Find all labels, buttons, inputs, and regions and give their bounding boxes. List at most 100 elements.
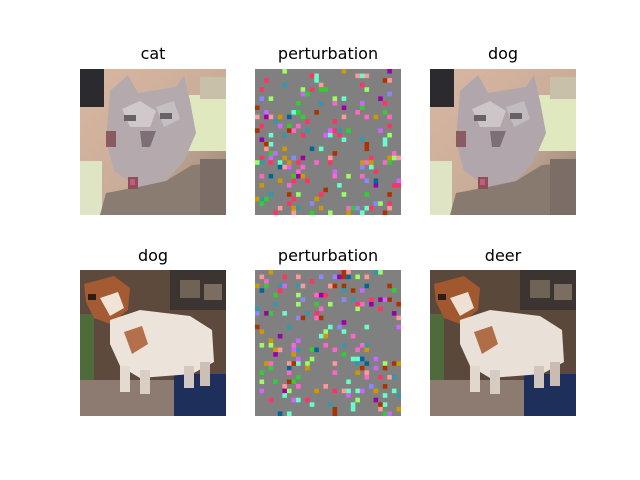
- noise-pixel: [291, 343, 297, 348]
- noise-pixel: [350, 205, 356, 211]
- noise-pixel: [359, 288, 365, 293]
- noise-pixel: [273, 292, 278, 298]
- noise-pixel: [259, 343, 265, 348]
- noise-pixel: [341, 329, 347, 334]
- noise-pixel: [332, 406, 338, 412]
- noise-pixel: [268, 155, 274, 161]
- noise-pixel: [382, 210, 388, 215]
- noise-pixel: [378, 128, 383, 133]
- noise-pixel: [296, 123, 301, 129]
- noise-pixel: [296, 160, 301, 165]
- noise-pixel: [323, 329, 328, 334]
- noise-pixel: [355, 301, 360, 307]
- noise-pixel: [300, 164, 306, 170]
- noise-pixel: [341, 297, 347, 302]
- noise-pixel: [364, 361, 370, 366]
- noise-pixel: [268, 151, 274, 156]
- noise-pixel: [364, 114, 370, 120]
- noise-pixel: [364, 324, 370, 330]
- noise-pixel: [337, 274, 342, 280]
- noise-pixel: [364, 343, 370, 348]
- cat-image-adversarial: [430, 69, 576, 215]
- noise-pixel: [309, 201, 315, 206]
- noise-pixel: [378, 297, 383, 302]
- noise-pixel: [364, 274, 370, 280]
- noise-pixel: [355, 205, 360, 211]
- noise-pixel: [309, 146, 315, 152]
- noise-pixel: [328, 402, 333, 407]
- noise-pixel: [282, 132, 287, 138]
- noise-pixel: [259, 329, 265, 334]
- noise-pixel: [332, 283, 338, 289]
- noise-pixel: [291, 347, 297, 353]
- noise-pixel: [282, 155, 287, 161]
- noise-pixels: [255, 270, 401, 416]
- noise-pixel: [291, 205, 297, 211]
- noise-pixel: [291, 173, 297, 179]
- noise-pixel: [305, 128, 310, 133]
- noise-pixel: [305, 91, 310, 97]
- noise-pixel: [387, 297, 392, 302]
- noise-pixel: [332, 370, 338, 375]
- noise-pixel: [277, 347, 283, 353]
- noise-pixel: [359, 100, 365, 106]
- noise-pixel: [391, 155, 397, 161]
- noise-pixel: [296, 283, 301, 289]
- noise-pixel: [382, 78, 388, 83]
- noise-pixel: [387, 69, 392, 74]
- noise-pixel: [387, 201, 392, 206]
- noise-pixel: [373, 270, 379, 275]
- noise-pixel: [382, 361, 388, 366]
- noise-pixel: [332, 173, 338, 179]
- noise-pixel: [355, 370, 360, 375]
- noise-pixel: [387, 374, 392, 380]
- noise-pixel: [296, 384, 301, 389]
- noise-pixel: [364, 178, 370, 184]
- noise-pixel: [277, 333, 283, 339]
- noise-pixel: [255, 105, 260, 111]
- noise-pixel: [255, 283, 260, 289]
- noise-pixel: [286, 164, 292, 170]
- panel-title-r1c1: cat: [140, 44, 166, 63]
- noise-pixel: [364, 146, 370, 152]
- noise-pixel: [259, 96, 265, 101]
- dog-image-original: [80, 270, 226, 416]
- noise-pixel: [337, 183, 342, 188]
- noise-pixel: [309, 210, 315, 215]
- noise-pixel: [396, 393, 401, 398]
- noise-pixel: [382, 393, 388, 398]
- noise-pixel: [296, 356, 301, 362]
- panel-title-r1c2: perturbation: [277, 44, 379, 63]
- noise-pixel: [259, 196, 265, 202]
- noise-pixel: [305, 178, 310, 184]
- noise-pixel: [355, 347, 360, 353]
- noise-pixel: [355, 361, 360, 366]
- noise-pixel: [387, 78, 392, 83]
- noise-pixel: [382, 137, 388, 142]
- noise-pixel: [273, 352, 278, 357]
- noise-pixel: [314, 78, 319, 83]
- noise-pixel: [332, 96, 338, 101]
- noise-pixel: [396, 315, 401, 321]
- noise-pixel: [332, 347, 338, 353]
- noise-pixel: [318, 82, 324, 88]
- noise-pixel: [387, 123, 392, 129]
- noise-pixel: [309, 73, 315, 79]
- noise-pixel: [318, 205, 324, 211]
- perturbation-noise-2: [255, 270, 401, 416]
- noise-pixel: [296, 110, 301, 115]
- noise-pixel: [264, 279, 269, 284]
- noise-pixel: [373, 169, 379, 174]
- noise-pixel: [359, 210, 365, 215]
- noise-pixel: [364, 374, 370, 380]
- cat-image-original: [80, 69, 226, 215]
- noise-pixel: [268, 160, 274, 165]
- noise-pixel: [277, 114, 283, 120]
- noise-pixel: [255, 324, 260, 330]
- noise-pixel: [286, 365, 292, 371]
- noise-pixel: [396, 301, 401, 307]
- noise-pixel: [291, 361, 297, 366]
- noise-pixel: [314, 292, 319, 298]
- noise-pixel: [341, 352, 347, 357]
- noise-pixel: [341, 270, 347, 275]
